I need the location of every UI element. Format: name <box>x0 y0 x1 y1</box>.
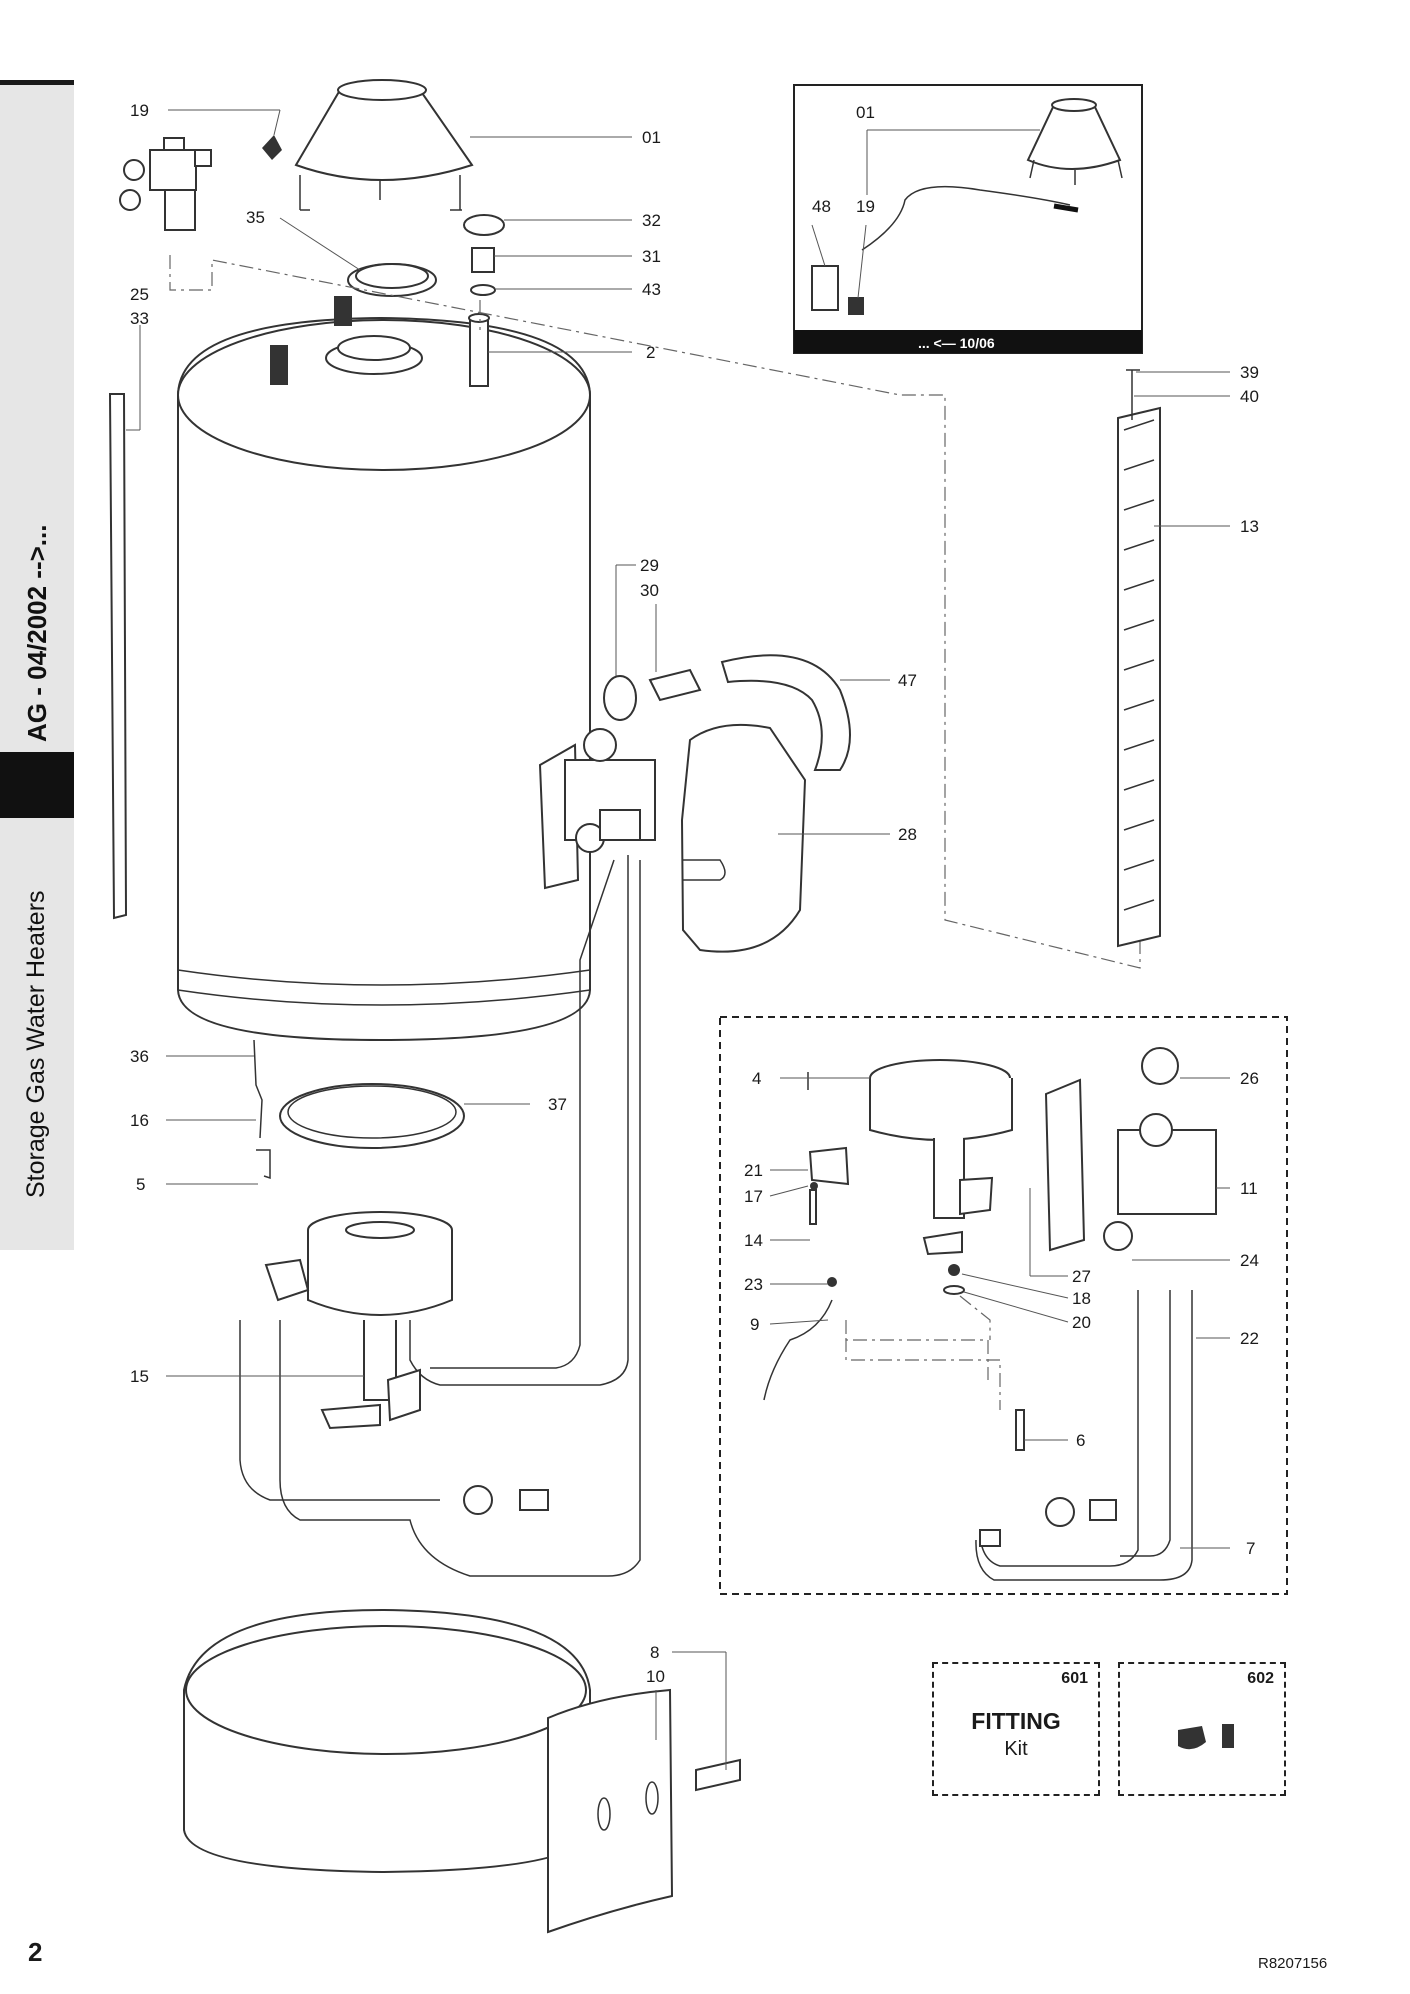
callout-11: 11 <box>1240 1179 1258 1198</box>
callout-13: 13 <box>1240 517 1259 536</box>
callout-22: 22 <box>1240 1329 1259 1348</box>
callout-14: 14 <box>744 1231 763 1250</box>
callout-30: 30 <box>640 581 659 600</box>
callout-15: 15 <box>130 1367 149 1386</box>
callout-35: 35 <box>246 208 265 227</box>
igniter-8-icon <box>695 1758 741 1792</box>
kit-601-box: 601 FITTING Kit <box>932 1662 1100 1796</box>
nipple-icon <box>334 296 352 326</box>
inset-footer-label: ... <— 10/06 <box>918 335 995 351</box>
callout-10: 10 <box>646 1667 665 1686</box>
ignition-cable-9-icon <box>763 1299 833 1401</box>
callout-8: 8 <box>650 1643 659 1662</box>
burner-15-icon <box>264 1211 549 1515</box>
callout-31: 31 <box>642 247 661 266</box>
kit-601-title: FITTING <box>971 1708 1061 1734</box>
callout-6: 6 <box>1076 1431 1085 1450</box>
callout-29: 29 <box>640 556 659 575</box>
leader-lines <box>126 109 1230 1770</box>
clip-5-icon <box>256 1149 271 1180</box>
flue-hood-icon <box>294 79 474 211</box>
callout-36: 36 <box>130 1047 149 1066</box>
drain-tube-36-icon <box>253 1039 263 1139</box>
valve-19-icon <box>262 135 282 160</box>
callout-37: 37 <box>548 1095 567 1114</box>
water-heater-tank <box>108 313 591 1042</box>
sidebar-top-rule <box>0 80 74 85</box>
inset-label-48: 48 <box>812 197 831 216</box>
side-shield-icon <box>1117 369 1161 948</box>
callout-28: 28 <box>898 825 917 844</box>
burner-assembly-box <box>719 1016 1288 1595</box>
page-number: 2 <box>28 1937 43 1967</box>
callout-47: 47 <box>898 671 917 690</box>
callout-17: 17 <box>744 1187 763 1206</box>
callout-7: 7 <box>1246 1539 1255 1558</box>
flex-hose-47-icon <box>720 654 851 771</box>
sidebar-section-marker <box>0 752 74 818</box>
kit-601-subtitle: Kit <box>1004 1738 1028 1760</box>
anode-plug-icon <box>270 345 288 385</box>
nut-17-icon <box>810 1182 818 1190</box>
callout-20: 20 <box>1072 1313 1091 1332</box>
callout-43: 43 <box>642 280 661 299</box>
nut-23-icon <box>827 1277 837 1287</box>
callout-4: 4 <box>752 1069 761 1088</box>
callout-39: 39 <box>1240 363 1259 382</box>
inset-thermocouple-wire <box>861 185 1071 251</box>
outer-skirt-icon <box>183 1608 741 1934</box>
burner-assembly-4-icon <box>808 1059 1013 1256</box>
gasket-29-icon <box>603 675 637 721</box>
callout-26: 26 <box>1240 1069 1259 1088</box>
callout-19: 19 <box>130 101 149 120</box>
callout-18: 18 <box>1072 1289 1091 1308</box>
electrode-14-icon <box>809 1189 817 1225</box>
kit-602-box: 602 <box>1118 1662 1286 1796</box>
nut-18-icon <box>948 1264 960 1276</box>
callout-21: 21 <box>744 1161 763 1180</box>
callout-40: 40 <box>1240 387 1259 406</box>
side-strip-icon <box>108 393 128 920</box>
callout-24: 24 <box>1240 1251 1259 1270</box>
callout-25: 25 <box>130 285 149 304</box>
gas-control-valve-icon <box>538 728 656 890</box>
cover-28-icon <box>680 723 807 953</box>
reference-code: R8207156 <box>1258 1955 1328 1972</box>
callout-23: 23 <box>744 1275 763 1294</box>
thermocouple-6-icon <box>1015 1409 1025 1451</box>
inset-connector-icon <box>848 297 864 315</box>
nut-24-icon <box>1103 1221 1133 1251</box>
callout-5: 5 <box>136 1175 145 1194</box>
cap-32-icon <box>463 214 505 236</box>
callout-27: 27 <box>1072 1267 1091 1286</box>
relief-valve-icon <box>119 137 212 231</box>
gas-control-11-icon <box>1044 1047 1217 1252</box>
kit-602-plug-icon <box>1178 1726 1206 1750</box>
callout-01: 01 <box>642 128 661 147</box>
anode-rod-icon <box>469 317 489 387</box>
callout-33: 33 <box>130 309 149 328</box>
connector-30-icon <box>648 668 702 702</box>
callout-9: 9 <box>750 1315 759 1334</box>
o-ring-43-icon <box>470 284 496 296</box>
pilot-7-icon <box>1045 1497 1075 1527</box>
inset-ignition-detail: 01 48 19 <box>793 84 1143 354</box>
kit-602-fitting-icon <box>1222 1724 1234 1748</box>
callout-16: 16 <box>130 1111 149 1130</box>
inset-bracket-icon <box>811 265 839 311</box>
sidebar <box>0 80 74 1250</box>
kit-602-number: 602 <box>1247 1670 1274 1687</box>
plug-31-icon <box>471 247 495 273</box>
inset-label-01: 01 <box>856 103 875 122</box>
callout-2: 2 <box>646 343 655 362</box>
inset-label-19: 19 <box>856 197 875 216</box>
callout-32: 32 <box>642 211 661 230</box>
ring-37-icon <box>279 1083 465 1149</box>
kit-601-number: 601 <box>1061 1670 1088 1687</box>
washer-20-icon <box>943 1285 965 1295</box>
knob-26-icon <box>1141 1047 1179 1085</box>
